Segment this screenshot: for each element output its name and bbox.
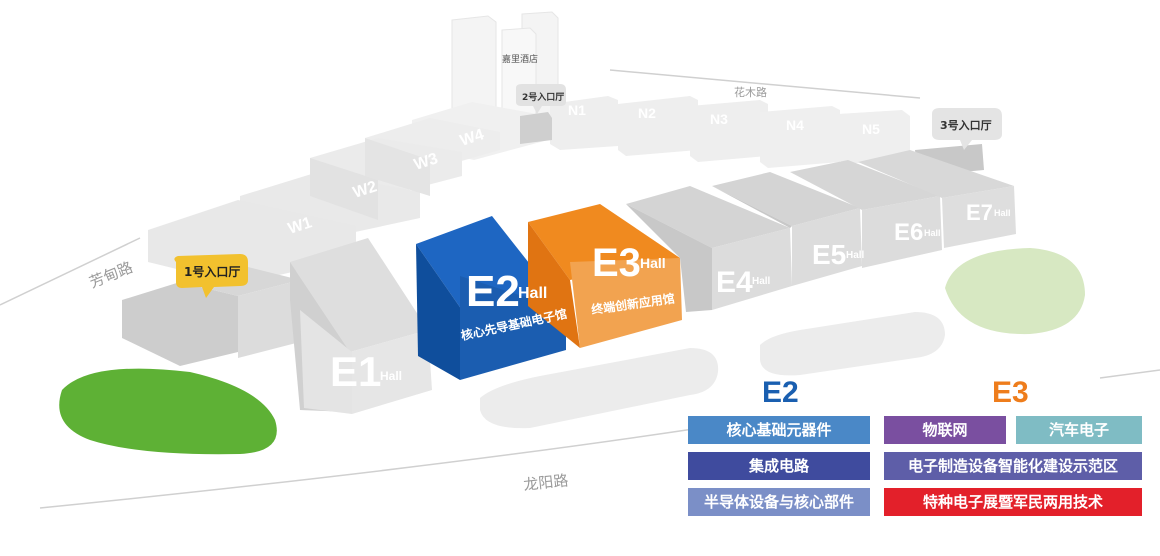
label-w1: W1	[286, 214, 314, 238]
label-e3-hall: Hall	[640, 255, 666, 271]
road-line-huamu	[609, 69, 921, 99]
label-n1: N1	[568, 102, 586, 118]
label-e1: E1	[330, 348, 381, 395]
label-e7: E7	[966, 200, 993, 225]
legend-item-semiconductor-equipment[interactable]: 半导体设备与核心部件	[688, 488, 870, 516]
label-e2: E2	[466, 267, 520, 316]
east-halls	[626, 150, 1016, 312]
legend-item-special-electronics[interactable]: 特种电子展暨军民两用技术	[884, 488, 1142, 516]
legend-item-iot[interactable]: 物联网	[884, 416, 1006, 444]
label-e7-hall: Hall	[994, 208, 1011, 218]
legend-item-automotive-electronics[interactable]: 汽车电子	[1016, 416, 1142, 444]
label-e4-hall: Hall	[752, 276, 771, 287]
legend-item-smart-manufacturing[interactable]: 电子制造设备智能化建设示范区	[884, 452, 1142, 480]
label-e6: E6	[894, 219, 923, 246]
west-halls	[148, 102, 548, 284]
label-e3: E3	[592, 241, 641, 285]
road-label-fangdian: 芳甸路	[87, 258, 135, 292]
hall-e3-building[interactable]	[528, 204, 682, 348]
hall-e1-building	[290, 238, 432, 414]
label-w3: W3	[412, 150, 440, 174]
road-line-fangdian	[0, 237, 141, 306]
label-e2-hall: Hall	[518, 285, 547, 302]
label-w4: W4	[458, 126, 486, 150]
plaza-front-right	[760, 312, 945, 376]
road-line-east	[1099, 369, 1160, 379]
entrance-1-marker[interactable]: 1号入口厅	[174, 254, 248, 298]
label-e5-hall: Hall	[846, 250, 865, 261]
hotel-label: 嘉里酒店	[502, 53, 538, 65]
label-e5: E5	[812, 239, 846, 270]
road-line-longyang	[39, 427, 701, 509]
green-area-right	[945, 248, 1085, 335]
label-w2: W2	[351, 178, 379, 202]
label-n3: N3	[710, 111, 728, 127]
label-e4: E4	[716, 266, 753, 299]
label-e1-hall: Hall	[380, 369, 402, 383]
road-label-huamu: 花木路	[734, 86, 767, 99]
legend-item-integrated-circuits[interactable]: 集成电路	[688, 452, 870, 480]
label-e6-hall: Hall	[924, 228, 941, 238]
entrance-3-label: 3号入口厅	[940, 119, 992, 132]
entrance-2-label: 2号入口厅	[522, 92, 564, 103]
legend-item-core-components[interactable]: 核心基础元器件	[688, 416, 870, 444]
entrance-1-label: 1号入口厅	[184, 264, 240, 279]
entrance-2-marker[interactable]: 2号入口厅	[516, 84, 566, 114]
entrance-3-marker[interactable]: 3号入口厅	[932, 108, 1002, 150]
plaza-front	[480, 348, 719, 429]
label-n2: N2	[638, 105, 656, 121]
road-label-longyang: 龙阳路	[523, 471, 570, 494]
green-area-left	[59, 368, 277, 455]
label-n5: N5	[862, 121, 880, 137]
label-n4: N4	[786, 117, 804, 133]
north-halls	[520, 96, 984, 176]
legend-e2-title: E2	[762, 376, 799, 409]
legend-e3-title: E3	[992, 376, 1029, 409]
